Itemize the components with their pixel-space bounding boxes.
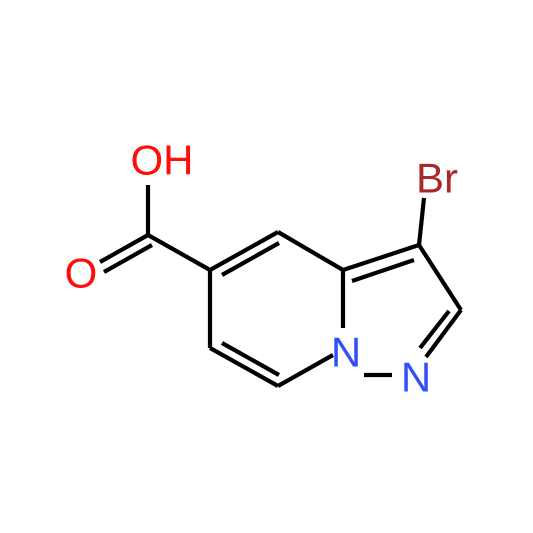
- atom-label-bridgehead-nitrogen: N: [331, 329, 361, 376]
- bond-c3a-c3: [342, 243, 420, 272]
- bond-c5-c4-inner: [220, 241, 281, 277]
- bond-c-ring: [146, 233, 212, 272]
- bond-c-o-double-a: [98, 233, 150, 264]
- bond-c-o-double-b: [102, 243, 154, 274]
- bond-c7-n1: [276, 353, 335, 388]
- bond-c4-c3a: [276, 230, 345, 272]
- atom-label-carbonyl-oxygen: O: [65, 250, 98, 297]
- atom-label-hydroxyl: OH: [131, 137, 194, 184]
- bond-c6-c7-inner: [220, 341, 281, 377]
- atom-label-pyrazole-nitrogen: N: [401, 354, 431, 401]
- bond-c6-c7: [208, 346, 280, 388]
- bond-c2-n2-inner: [418, 309, 451, 350]
- bond-c3-br: [416, 197, 427, 246]
- bond-c5-c4: [208, 230, 280, 272]
- bond-c2-n2: [424, 308, 463, 359]
- bond-c3-c2: [417, 243, 463, 312]
- bond-c3a-c3-inner: [351, 258, 415, 283]
- atom-label-bromine: Br: [416, 155, 458, 202]
